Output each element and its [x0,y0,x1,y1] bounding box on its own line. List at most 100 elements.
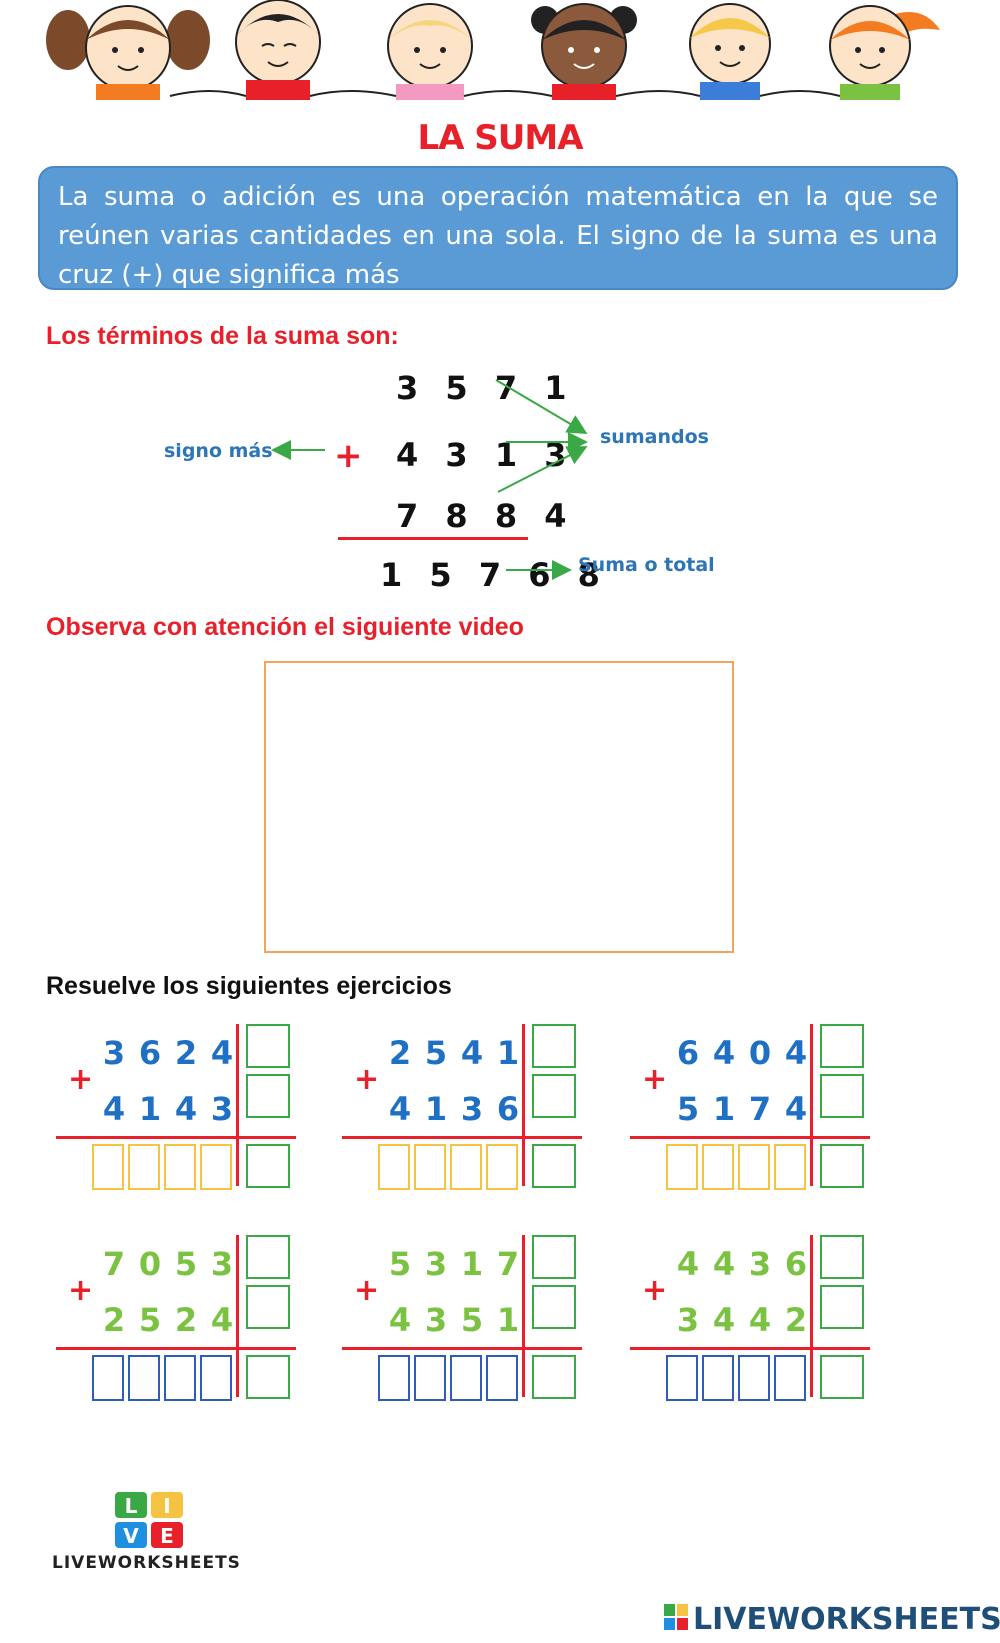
exercise-digit-bottom: 2 [784,1301,808,1339]
exercise-digit-bottom: 7 [748,1090,772,1128]
answer-input-box[interactable] [702,1355,734,1401]
answer-input-box[interactable] [774,1144,806,1190]
exercise-digit-top: 1 [460,1245,484,1283]
answer-input-box[interactable] [200,1355,232,1401]
answer-input-box[interactable] [666,1355,698,1401]
exercise-carry-divider [522,1024,525,1186]
carry-input-box[interactable] [820,1285,864,1329]
exercise-digit-top: 6 [784,1245,808,1283]
carry-input-box[interactable] [246,1355,290,1399]
carry-input-box[interactable] [820,1074,864,1118]
carry-input-box[interactable] [532,1074,576,1118]
answer-input-box[interactable] [738,1144,770,1190]
answer-input-box[interactable] [486,1144,518,1190]
answer-input-box[interactable] [414,1355,446,1401]
carry-input-box[interactable] [532,1144,576,1188]
video-heading: Observa con atención el siguiente video [46,613,524,641]
answer-input-box[interactable] [128,1355,160,1401]
exercise-carry-divider [810,1235,813,1397]
exercise-digit-top: 3 [424,1245,448,1283]
carry-input-box[interactable] [820,1024,864,1068]
answer-input-box[interactable] [164,1144,196,1190]
answer-input-box[interactable] [738,1355,770,1401]
answer-input-box[interactable] [200,1144,232,1190]
answer-input-box[interactable] [666,1144,698,1190]
answer-input-box[interactable] [450,1355,482,1401]
definition-box: La suma o adición es una operación matem… [38,166,958,290]
carry-input-box[interactable] [532,1235,576,1279]
carry-input-box[interactable] [532,1024,576,1068]
exercise-digit-top: 6 [676,1034,700,1072]
exercise-plus-sign: + [354,1273,380,1308]
exercise-digit-bottom: 4 [388,1301,412,1339]
logo-letter-v: V [123,1524,139,1548]
sum-line [338,537,528,540]
exercise-digit-bottom: 1 [138,1090,162,1128]
exercise-digit-bottom: 5 [138,1301,162,1339]
carry-input-box[interactable] [532,1285,576,1329]
answer-input-box[interactable] [92,1144,124,1190]
carry-input-box[interactable] [532,1355,576,1399]
answer-input-box[interactable] [378,1355,410,1401]
answer-input-box[interactable] [414,1144,446,1190]
video-player[interactable] [264,661,734,953]
answer-input-box[interactable] [128,1144,160,1190]
exercises-heading: Resuelve los siguientes ejercicios [46,972,452,1000]
answer-input-box[interactable] [164,1355,196,1401]
answer-input-box[interactable] [702,1144,734,1190]
carry-input-box[interactable] [246,1024,290,1068]
answer-input-box[interactable] [774,1355,806,1401]
label-addends: sumandos [600,426,709,448]
kid-2 [235,0,321,100]
logo-text: LIVEWORKSHEETS [52,1553,241,1573]
exercise-digit-top: 6 [138,1034,162,1072]
logo-letter-e: E [160,1524,174,1548]
exercise-digit-top: 3 [102,1034,126,1072]
logo-letter-l: L [125,1494,138,1518]
carry-input-box[interactable] [820,1355,864,1399]
exercise-digit-top: 4 [460,1034,484,1072]
footer-logo-icon [664,1604,688,1630]
terms-heading: Los términos de la suma son: [46,322,399,350]
exercise-plus-sign: + [68,1273,94,1308]
answer-input-box[interactable] [486,1355,518,1401]
exercise-digit-top: 5 [424,1034,448,1072]
exercise-digit-bottom: 1 [424,1090,448,1128]
carry-input-box[interactable] [246,1144,290,1188]
kid-1 [46,5,210,100]
carry-input-box[interactable] [820,1144,864,1188]
exercise-digit-bottom: 2 [102,1301,126,1339]
answer-input-box[interactable] [450,1144,482,1190]
exercise-sum-line [630,1347,870,1350]
exercise-sum-line [56,1136,296,1139]
exercise-digit-bottom: 4 [174,1090,198,1128]
exercise-digit-top: 2 [174,1034,198,1072]
exercise-digit-top: 3 [210,1245,234,1283]
exercise-carry-divider [810,1024,813,1186]
logo-letter-i: I [163,1494,170,1518]
plus-sign: + [334,436,363,476]
exercise-digit-top: 5 [174,1245,198,1283]
exercise-carry-divider [236,1235,239,1397]
exercise-digit-bottom: 1 [712,1090,736,1128]
answer-input-box[interactable] [92,1355,124,1401]
exercise-digit-top: 4 [784,1034,808,1072]
carry-input-box[interactable] [246,1235,290,1279]
exercise-digit-bottom: 4 [102,1090,126,1128]
footer-brand-text[interactable]: LIVEWORKSHEETS [693,1602,1000,1637]
answer-input-box[interactable] [378,1144,410,1190]
label-sign: signo más [164,440,273,462]
arrow-addend-3 [497,446,588,493]
carry-input-box[interactable] [246,1285,290,1329]
kids-header-illustration [46,0,940,100]
page-title: LA SUMA [417,118,583,158]
kid-3 [387,3,473,100]
carry-input-box[interactable] [246,1074,290,1118]
addend-3: 7 8 8 4 [396,497,575,535]
carry-input-box[interactable] [820,1235,864,1279]
exercise-digit-top: 4 [712,1034,736,1072]
